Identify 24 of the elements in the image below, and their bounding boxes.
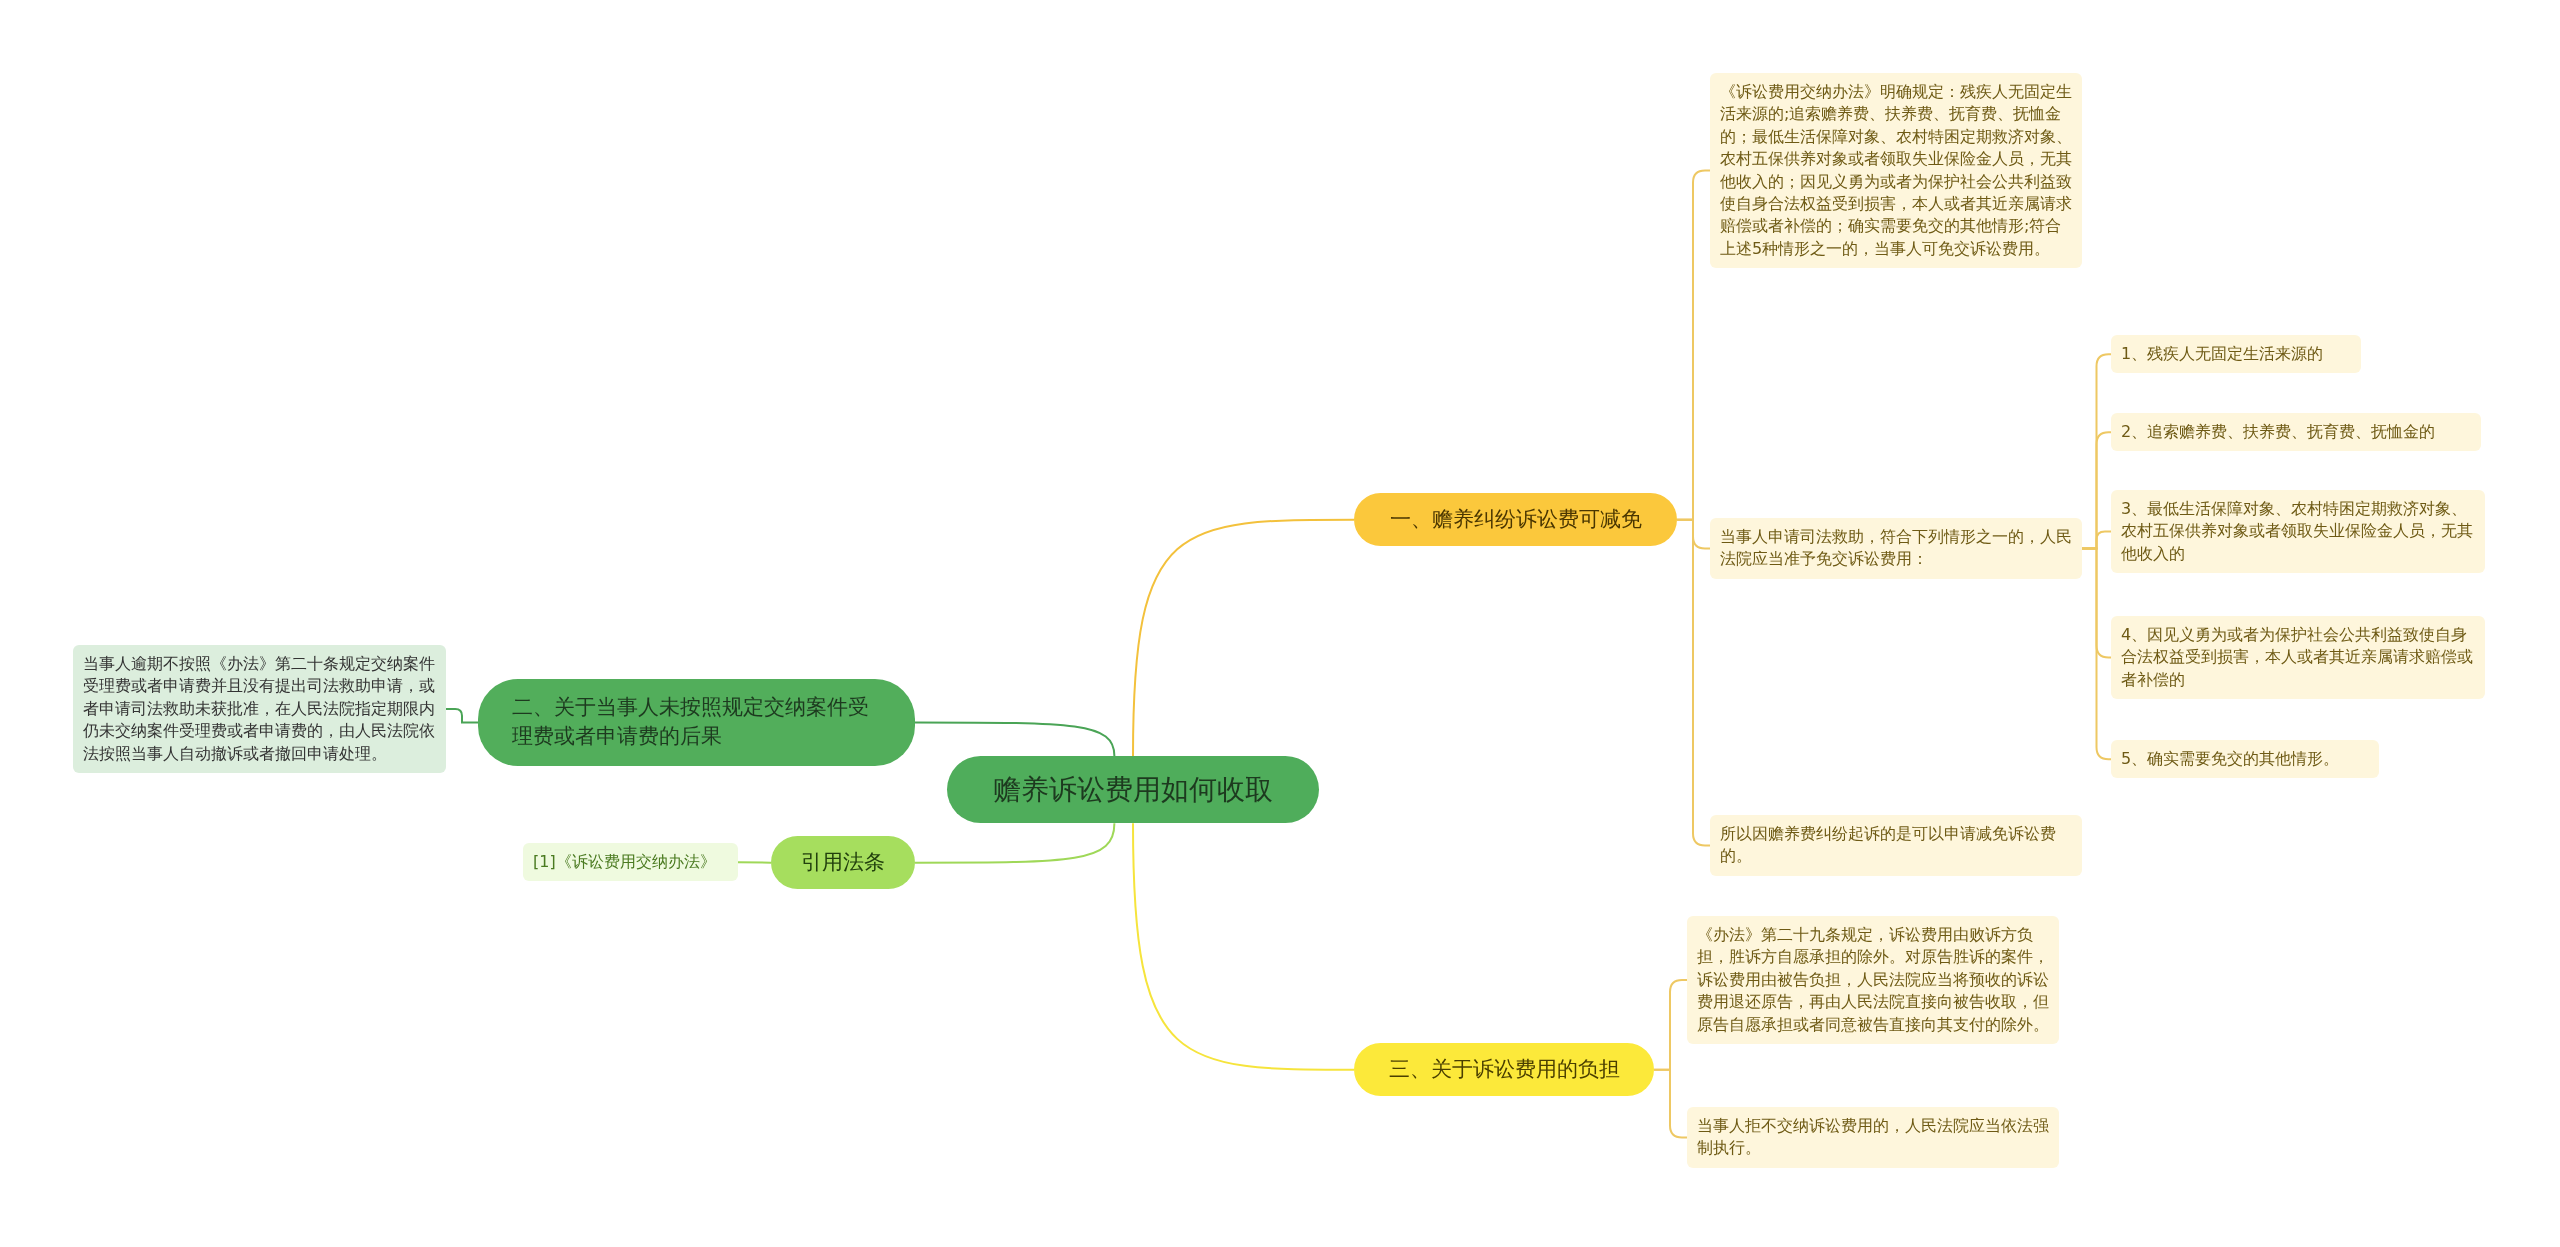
- central-topic: 赡养诉讼费用如何收取: [947, 756, 1319, 824]
- branch-topic: 二、关于当事人未按照规定交纳案件受理费或者申请费的后果: [478, 679, 915, 766]
- note-box: 《诉讼费用交纳办法》明确规定：残疾人无固定生活来源的;追索赡养费、扶养费、抚育费、抚恤金的；最低生活保障对象、农村特困定期救济对象、农村五保供养对象或者领取失业保险金人员，无其他收入的；因见义勇为或者为保护社会公共利益致使自身合法权益受到损害，本人或者其近亲属请求赔偿或者补偿的；确实需要免交的其他情形;符合上述5种情形之一的，当事人可免交诉讼费用。: [1710, 73, 2082, 269]
- connector-line: [1132, 518, 1355, 757]
- branch-topic: 引用法条: [771, 836, 915, 890]
- connector-line: [1132, 822, 1355, 1071]
- connector-line: [737, 861, 772, 864]
- note-box: 当事人拒不交纳诉讼费用的，人民法院应当依法强制执行。: [1687, 1107, 2059, 1168]
- connector-line: [2081, 547, 2112, 761]
- note-box: 当事人逾期不按照《办法》第二十条规定交纳案件受理费或者申请费并且没有提出司法救助申请，或者申请司法救助未获批准，在人民法院指定期限内仍未交纳案件受理费或者申请费的，由人民法院依法按照当事人自动撤诉或者撤回申请处理。: [73, 645, 446, 773]
- note-box: 1、残疾人无固定生活来源的: [2111, 335, 2361, 374]
- note-box: 3、最低生活保障对象、农村特困定期救济对象、农村五保供养对象或者领取失业保险金人员，无其他收入的: [2111, 490, 2485, 574]
- connector-line: [914, 721, 1116, 757]
- note-box: 所以因赡养费纠纷起诉的是可以申请减免诉讼费的。: [1710, 815, 2082, 876]
- note-box: 5、确实需要免交的其他情形。: [2111, 740, 2379, 779]
- note-box: 《办法》第二十九条规定，诉讼费用由败诉方负担，胜诉方自愿承担的除外。对原告胜诉的案件，诉讼费用由被告负担，人民法院应当将预收的诉讼费用退还原告，再由人民法院直接向被告收取，但原告自愿承担或者同意被告直接向其支付的除外。: [1687, 916, 2059, 1044]
- connector-line: [914, 822, 1116, 864]
- connector-line: [445, 708, 479, 724]
- note-box: 当事人申请司法救助，符合下列情形之一的，人民法院应当准予免交诉讼费用：: [1710, 518, 2082, 579]
- note-box: 2、追索赡养费、扶养费、抚育费、抚恤金的: [2111, 413, 2481, 452]
- branch-topic: 三、关于诉讼费用的负担: [1354, 1043, 1654, 1097]
- citation-box: [1]《诉讼费用交纳办法》: [523, 843, 738, 882]
- branch-topic: 一、赡养纠纷诉讼费可减免: [1354, 493, 1677, 547]
- note-box: 4、因见义勇为或者为保护社会公共利益致使自身合法权益受到损害，本人或者其近亲属请求赔偿或者补偿的: [2111, 616, 2485, 700]
